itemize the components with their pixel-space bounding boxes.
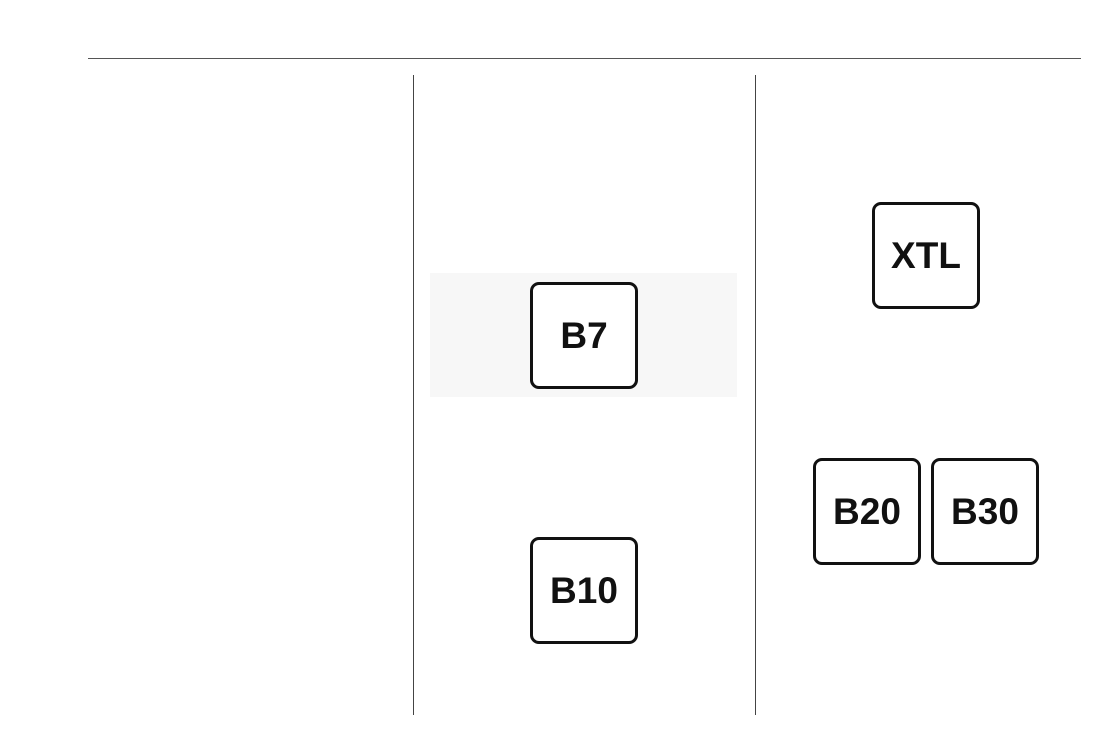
column-divider-right — [755, 75, 756, 715]
fuel-label-b20: B20 — [813, 458, 921, 565]
fuel-label-b30: B30 — [931, 458, 1039, 565]
fuel-label-xtl: XTL — [872, 202, 980, 309]
fuel-label-b7: B7 — [530, 282, 638, 389]
header-rule — [88, 58, 1081, 59]
fuel-label-b10: B10 — [530, 537, 638, 644]
column-divider-left — [413, 75, 414, 715]
